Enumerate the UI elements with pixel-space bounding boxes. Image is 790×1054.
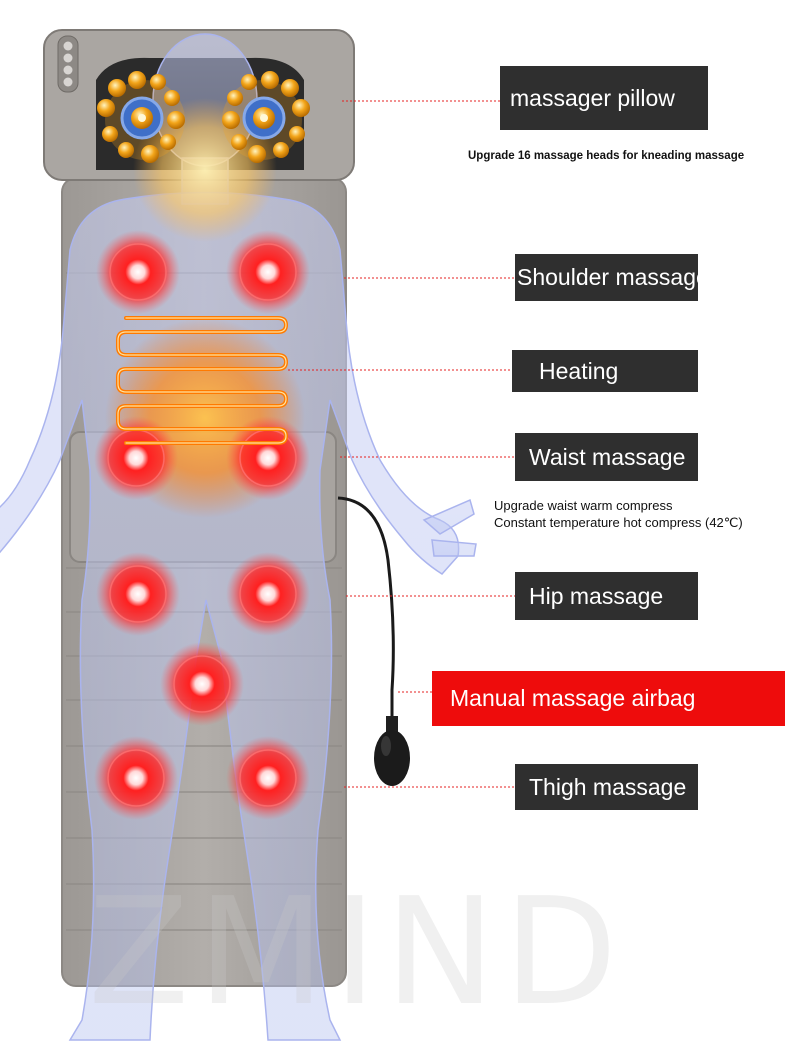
- air-pump-bulb-icon: [337, 496, 410, 786]
- label-manual-massage-airbag-text: Manual massage airbag: [450, 685, 696, 711]
- label-thigh-massage: Thigh massage: [515, 764, 698, 810]
- massage-node-icon: [226, 230, 310, 314]
- note-waist-line-1: Upgrade waist warm compress: [494, 498, 673, 513]
- brand-watermark: ZMIND: [88, 866, 626, 1038]
- massage-node-icon: [226, 552, 310, 636]
- label-massager-pillow: massager pillow: [500, 66, 708, 130]
- heating-coil-core: [117, 317, 287, 444]
- note-waist-compress: Upgrade waist warm compress Constant tem…: [494, 497, 743, 531]
- label-waist-massage-text: Waist massage: [529, 443, 686, 470]
- label-hip-massage-text: Hip massage: [529, 582, 664, 609]
- label-shoulder-massage-text: Shoulder massage: [517, 264, 709, 290]
- kneading-head-icon: [222, 71, 310, 163]
- note-pillow-heads: Upgrade 16 massage heads for kneading ma…: [468, 150, 745, 162]
- massage-node-icon: [96, 230, 180, 314]
- head-warm-glow: [133, 98, 277, 242]
- label-shoulder-massage: Shoulder massage: [515, 254, 709, 301]
- leader-lines: [288, 100, 515, 788]
- massage-node-icon: [96, 552, 180, 636]
- massage-nodes: [94, 230, 310, 820]
- label-waist-massage: Waist massage: [515, 433, 698, 481]
- label-heating: Heating: [512, 350, 698, 392]
- label-thigh-massage-text: Thigh massage: [529, 773, 687, 800]
- note-waist-line-2: Constant temperature hot compress (42℃): [494, 515, 743, 530]
- label-manual-massage-airbag: Manual massage airbag: [432, 671, 785, 726]
- massage-node-icon: [160, 642, 244, 726]
- massage-node-icon: [94, 736, 178, 820]
- kneading-head-icon: [97, 71, 185, 163]
- label-heating-text: Heating: [539, 357, 619, 384]
- massage-node-icon: [226, 736, 310, 820]
- label-hip-massage: Hip massage: [515, 572, 698, 620]
- remote-control-icon: [57, 35, 79, 93]
- label-massager-pillow-text: massager pillow: [510, 84, 675, 111]
